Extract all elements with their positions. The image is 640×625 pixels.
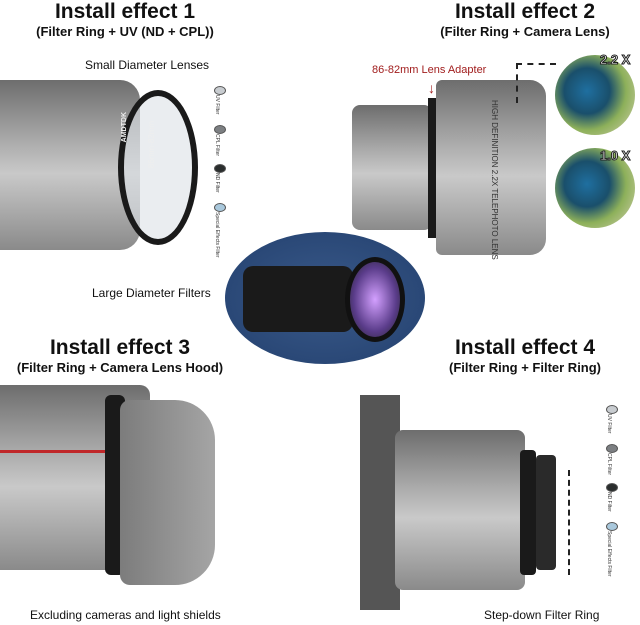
adapter-ring [428, 98, 436, 238]
uv-filter-label: UV Filter [214, 95, 220, 115]
cpl-filter-label: CPL Filter [606, 453, 612, 476]
cpl-filter-swatch [214, 125, 226, 134]
telephoto-text: HIGH DEFINITION 2.2X TELEPHOTO LENS [490, 100, 499, 260]
effect2-subtitle: (Filter Ring + Camera Lens) [440, 24, 610, 39]
effect2-title: Install effect 2 [454, 0, 596, 23]
dashed-connector [516, 63, 556, 65]
lens-hood [120, 400, 215, 585]
effect3-caption: Excluding cameras and light shields [30, 608, 221, 622]
filter-ring-1 [118, 90, 198, 245]
peacock-zoomed-image [555, 55, 635, 135]
filter-legend-2: UV Filter CPL Filter ND Filter Special E… [606, 405, 618, 577]
uv-filter-label: UV Filter [606, 414, 612, 434]
effect1-title: Install effect 1 [54, 0, 196, 23]
step-down-ring-1 [520, 450, 536, 575]
uv-filter-swatch [606, 405, 618, 414]
special-filter-label: Special Effects Filter [214, 212, 220, 258]
camera-lens-4 [395, 430, 525, 590]
nd-filter-label: ND Filter [606, 492, 612, 512]
special-filter-swatch [214, 203, 226, 212]
dashed-connector-v [516, 63, 518, 103]
red-ring-stripe [0, 450, 140, 453]
telephoto-lens [436, 80, 546, 255]
zoom-badge-2-2x: 2.2 X [599, 52, 631, 68]
zoom-badge-1-0x: 1.0 X [599, 148, 631, 164]
special-filter-label: Special Effects Filter [606, 531, 612, 577]
arrow-down-icon: ↓ [428, 80, 435, 96]
step-down-ring-2 [536, 455, 556, 570]
camera-body [360, 395, 400, 610]
effect4-title: Install effect 4 [454, 336, 596, 359]
camera-lens-2 [352, 105, 432, 230]
cpl-filter-swatch [606, 444, 618, 453]
effect4-subtitle: (Filter Ring + Filter Ring) [448, 360, 602, 375]
special-filter-swatch [606, 522, 618, 531]
camera-lens-center [243, 266, 353, 332]
effect1-top-caption: Small Diameter Lenses [85, 58, 210, 72]
dashed-connector-4 [568, 470, 570, 575]
effect1-bottom-caption: Large Diameter Filters [92, 286, 211, 300]
ring-text: 86mm-82mm [147, 120, 157, 169]
uv-filter-swatch [214, 86, 226, 95]
peacock-normal-image [555, 148, 635, 228]
center-product-image [225, 232, 425, 364]
adapter-label: 86-82mm Lens Adapter [372, 64, 487, 76]
brand-text: AMDTDK [121, 112, 128, 143]
effect3-subtitle: (Filter Ring + Camera Lens Hood) [16, 360, 224, 375]
nd-filter-swatch [214, 164, 226, 173]
effect1-subtitle: (Filter Ring + UV (ND + CPL)) [36, 24, 214, 39]
effect3-title: Install effect 3 [49, 336, 191, 359]
effect4-caption: Step-down Filter Ring [484, 608, 600, 622]
nd-filter-label: ND Filter [214, 173, 220, 193]
nd-filter-swatch [606, 483, 618, 492]
filter-legend-1: UV Filter CPL Filter ND Filter Special E… [214, 86, 226, 258]
cpl-filter-label: CPL Filter [214, 134, 220, 157]
filter-ring-center [345, 257, 405, 342]
camera-lens-1 [0, 80, 140, 250]
